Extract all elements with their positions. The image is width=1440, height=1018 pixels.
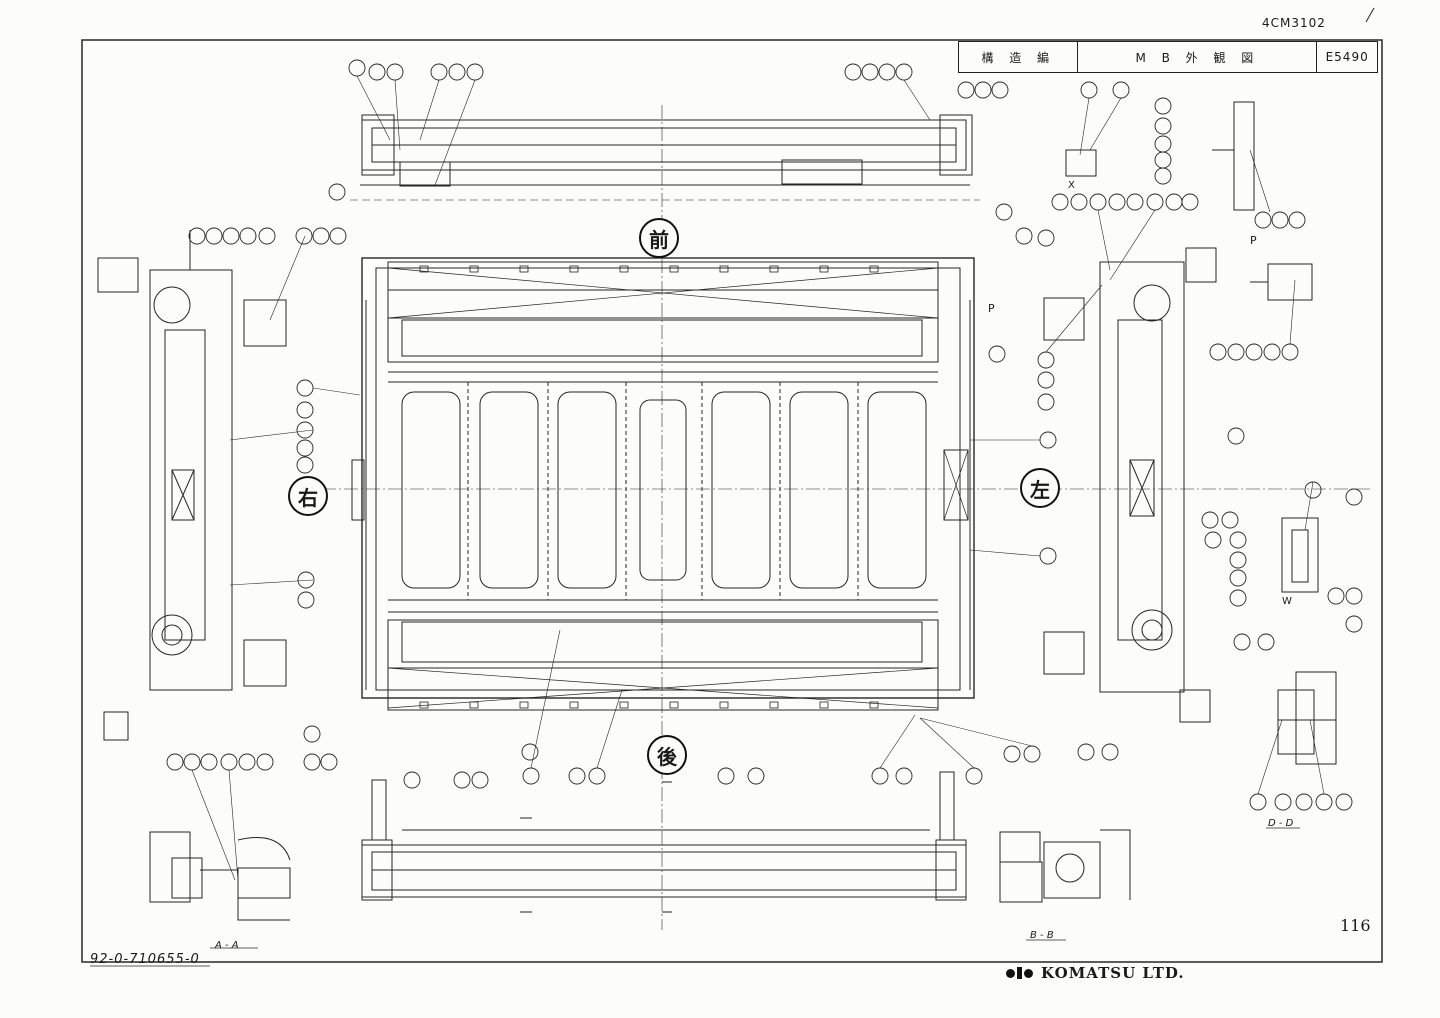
detail-w-label: W bbox=[1282, 596, 1292, 607]
bottom-elevation-view bbox=[361, 771, 967, 901]
main-top-view bbox=[300, 105, 1370, 930]
section-bb-label: B - B bbox=[1030, 930, 1054, 941]
komatsu-logo-icon bbox=[1006, 967, 1033, 979]
detail-dd-view bbox=[1277, 671, 1337, 765]
right-orientation-label: 右 bbox=[288, 476, 328, 516]
drawing-border bbox=[81, 39, 1383, 963]
view-x-label: X bbox=[1068, 180, 1075, 191]
title-block-title: M B 外 観 図 bbox=[1078, 42, 1318, 72]
rear-orientation-label: 後 bbox=[647, 735, 687, 775]
drawing-id: 92-0-710655-0 bbox=[90, 952, 200, 967]
section-aa-label: A - A bbox=[215, 940, 239, 951]
section-aa-view bbox=[149, 831, 291, 921]
right-side-elevation-view bbox=[97, 230, 287, 741]
detail-p-label: P bbox=[1250, 234, 1257, 247]
section-bb-view bbox=[999, 829, 1131, 903]
front-orientation-label: 前 bbox=[639, 218, 679, 258]
top-elevation-view bbox=[350, 114, 980, 201]
title-block-section: 構 造 編 bbox=[959, 42, 1079, 72]
view-p-label: P bbox=[988, 302, 995, 315]
callout-balloons bbox=[166, 59, 1363, 811]
title-block: 構 造 編 M B 外 観 図 E5490 bbox=[958, 41, 1378, 73]
left-orientation-label: 左 bbox=[1020, 468, 1060, 508]
company-name: KOMATSU LTD. bbox=[1041, 964, 1185, 982]
page-number: 116 bbox=[1340, 916, 1371, 935]
detail-p-view bbox=[1065, 101, 1313, 301]
company-logo: KOMATSU LTD. bbox=[1006, 964, 1185, 982]
detail-w-view bbox=[1281, 517, 1319, 593]
document-code: 4CM3102 bbox=[1262, 16, 1326, 30]
section-dd-label: D - D bbox=[1268, 818, 1294, 829]
left-side-elevation-view bbox=[1043, 247, 1217, 723]
leader-lines bbox=[191, 75, 1325, 881]
title-block-number: E5490 bbox=[1325, 50, 1369, 64]
